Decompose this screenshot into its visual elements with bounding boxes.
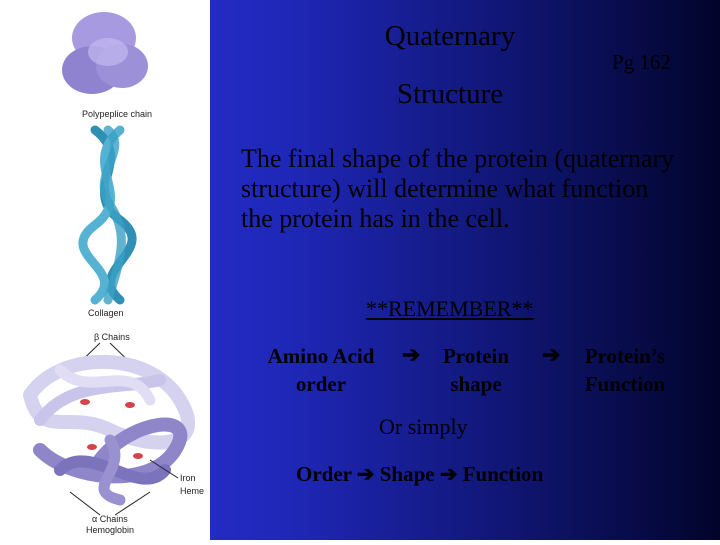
globular-protein-image (62, 12, 148, 94)
hemoglobin-image (23, 354, 195, 506)
simple-flow-order: Order (296, 462, 352, 486)
hemoglobin-label: Hemoglobin (86, 525, 134, 535)
flow-step1-line1: Amino Acid (267, 344, 375, 368)
flow-step3-line2: Function (584, 372, 666, 396)
arrow-icon: ➔ (542, 342, 561, 367)
flow-step2-line1: Protein (442, 344, 510, 368)
flow-step-amino-acid-order: Amino Acid order (258, 342, 384, 398)
arrow-icon: ➔ (439, 462, 458, 486)
polypeptide-chain-label: Polypeplice chain (82, 109, 152, 119)
collagen-label: Collagen (88, 308, 124, 318)
title-line-2: Structure (396, 78, 504, 110)
page-reference: Pg 162 (612, 50, 671, 74)
flow-step1-line2: order (295, 372, 347, 396)
remember-heading: **REMEMBER** (366, 296, 534, 321)
heme-label: Heme (180, 486, 204, 496)
protein-illustration: Polypeplice chain Collagen β Chains Iron… (23, 12, 204, 535)
collagen-helix-image (78, 125, 137, 305)
simple-flow-shape: Shape (379, 462, 435, 486)
body-paragraph: The final shape of the protein (quaterna… (241, 144, 675, 233)
simple-flow-function: Function (462, 462, 544, 486)
beta-chains-label: β Chains (94, 332, 130, 342)
flow-step2-line2: shape (450, 372, 502, 396)
simple-flow: Order ➔ Shape ➔ Function (296, 462, 543, 487)
flow-step-protein-function: Protein’s Function (576, 342, 674, 398)
title-line-1: Quaternary (384, 20, 516, 52)
protein-figure-panel: Polypeplice chain Collagen β Chains Iron… (0, 0, 210, 540)
flow-step-protein-shape: Protein shape (434, 342, 518, 398)
slide-title: Quaternary Structure (330, 14, 570, 130)
arrow-icon: ➔ (402, 342, 421, 367)
or-simply-text: Or simply (379, 414, 468, 439)
iron-label: Iron (180, 473, 196, 483)
flow-step3-line1: Protein’s (584, 344, 666, 368)
arrow-icon: ➔ (356, 462, 375, 486)
alpha-chains-label: α Chains (92, 514, 128, 524)
